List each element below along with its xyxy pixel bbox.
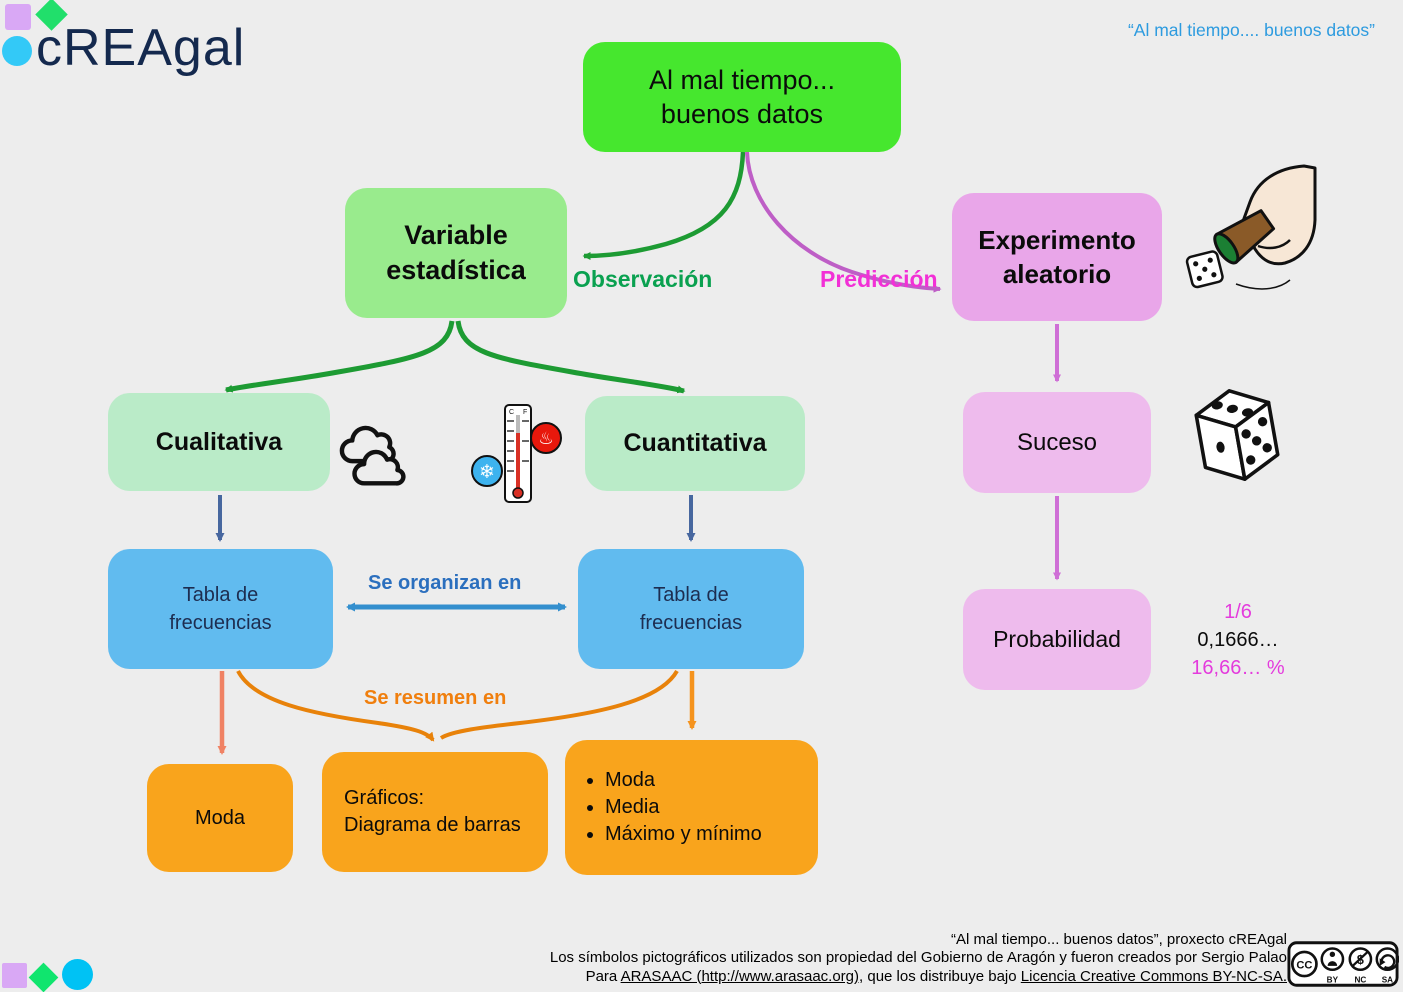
heat-badge-icon: ♨ <box>530 422 562 454</box>
tabla-der-line1: Tabla de <box>653 584 729 606</box>
probability-percent: 16,66… % <box>1191 657 1285 679</box>
cloud-icon <box>339 425 406 486</box>
title-quote: “Al mal tiempo.... buenos datos” <box>1127 20 1375 40</box>
node-variable-line1: Variable <box>404 220 508 250</box>
svg-text:BY: BY <box>1327 975 1339 984</box>
svg-text:CC: CC <box>1296 959 1312 971</box>
node-suceso: Suceso <box>963 392 1151 493</box>
node-experimento-line2: aleatorio <box>1002 259 1112 289</box>
thermometer-icon: C F ♨ ❄ <box>471 404 562 503</box>
tabla-izq-line2: frecuencias <box>169 612 272 634</box>
node-resumen-lista: Moda Media Máximo y mínimo <box>565 740 818 875</box>
corner-circle-icon <box>62 959 93 990</box>
svg-text:❄: ❄ <box>479 461 495 483</box>
node-graficos-line2: Diagrama de barras <box>344 814 521 836</box>
edge-label-prediccion: Predicción <box>820 266 938 292</box>
node-probabilidad: Probabilidad <box>963 589 1151 690</box>
node-experimento-aleatorio: Experimento aleatorio <box>952 193 1162 321</box>
tabla-izq-line1: Tabla de <box>182 584 259 606</box>
node-variable-estadistica: Variable estadística <box>345 188 567 318</box>
attribution-line3-mid: , que los distribuye bajo <box>859 967 1021 985</box>
node-moda-label: Moda <box>194 806 246 829</box>
cc-nc-icon: $ NC <box>1348 947 1373 984</box>
svg-text:C: C <box>509 409 514 416</box>
node-root: Al mal tiempo... buenos datos <box>583 42 901 152</box>
logo-square-icon <box>5 4 31 30</box>
svg-text:SA: SA <box>1382 975 1393 984</box>
corner-shapes <box>0 956 100 992</box>
svg-text:NC: NC <box>1354 975 1366 984</box>
dice-cup-hand-icon <box>1185 164 1317 290</box>
edge-root-variable <box>582 151 746 260</box>
attribution-line3: Para ARASAAC (http://www.arasaac.org), q… <box>550 968 1287 987</box>
edge-label-se-organizan-en: Se organizan en <box>368 572 522 594</box>
edge-variable-cuantitativa <box>455 320 686 394</box>
logo-text: cREAgal <box>36 19 246 77</box>
probability-decimal: 0,1666… <box>1197 629 1279 651</box>
node-cualitativa-label: Cualitativa <box>155 427 283 456</box>
corner-square-icon <box>2 963 27 988</box>
node-tabla-frecuencias-izquierda: Tabla de frecuencias <box>108 549 333 669</box>
edge-label-se-resumen-en: Se resumen en <box>364 687 507 709</box>
node-probabilidad-label: Probabilidad <box>993 626 1121 652</box>
cc-sa-icon: SA <box>1375 947 1399 984</box>
node-graficos-line1: Gráficos: <box>344 787 425 809</box>
node-variable-line2: estadística <box>386 255 526 285</box>
node-root-line2: buenos datos <box>660 99 824 129</box>
node-tabla-frecuencias-derecha: Tabla de frecuencias <box>578 549 804 669</box>
cc-license-link[interactable]: Licencia Creative Commons BY-NC-SA. <box>1020 967 1287 985</box>
attribution: “Al mal tiempo... buenos datos”, proxect… <box>550 931 1287 987</box>
node-root-line1: Al mal tiempo... <box>648 65 836 95</box>
cold-badge-icon: ❄ <box>471 455 503 487</box>
node-cuantitativa: Cuantitativa <box>585 396 805 491</box>
probability-fraction: 1/6 <box>1224 601 1252 623</box>
resumen-item-moda: Moda <box>605 767 762 794</box>
node-cuantitativa-label: Cuantitativa <box>623 429 767 457</box>
arasaac-link[interactable]: ARASAAC (http://www.arasaac.org) <box>620 967 860 985</box>
edge-label-observacion: Observación <box>573 266 713 292</box>
svg-text:F: F <box>523 409 527 416</box>
cc-by-nc-sa-badge-icon: CC BY $ NC SA <box>1287 941 1399 987</box>
corner-diamond-icon <box>28 962 59 992</box>
node-graficos: Gráficos: Diagrama de barras <box>322 752 548 872</box>
resumen-item-media: Media <box>605 794 762 821</box>
attribution-line3-pre: Para <box>585 967 621 985</box>
node-moda: Moda <box>147 764 293 872</box>
cc-by-icon: BY <box>1320 947 1345 984</box>
attribution-line1: “Al mal tiempo... buenos datos”, proxect… <box>951 930 1287 948</box>
node-experimento-line1: Experimento <box>978 225 1136 255</box>
attribution-line2: Los símbolos pictográficos utilizados so… <box>549 949 1287 966</box>
node-suceso-label: Suceso <box>1016 428 1098 456</box>
creagal-logo: cREAgal <box>0 0 300 92</box>
probability-values: 1/6 0,1666… 16,66… % <box>1178 598 1298 682</box>
tabla-der-line2: frecuencias <box>639 612 743 634</box>
edge-variable-cualitativa <box>224 320 455 393</box>
node-cualitativa: Cualitativa <box>108 393 330 491</box>
resumen-item-maximo-minimo: Máximo y mínimo <box>605 821 762 848</box>
svg-text:♨: ♨ <box>538 429 553 449</box>
die-icon <box>1194 389 1280 481</box>
logo-circle-icon <box>2 36 32 66</box>
